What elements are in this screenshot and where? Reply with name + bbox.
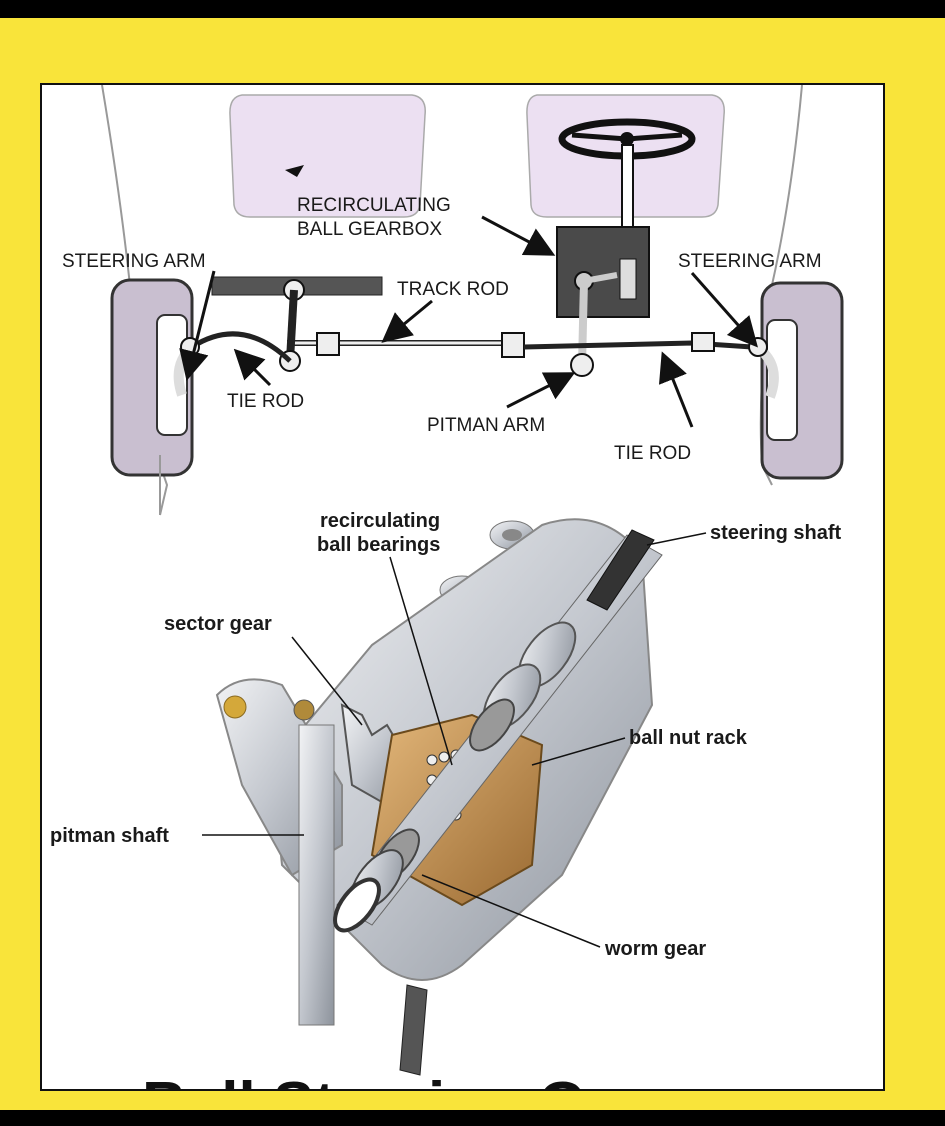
label-tie-rod-right: TIE ROD (614, 443, 691, 464)
diagram-panel: RECIRCULATING BALL GEARBOX STEERING ARM … (40, 83, 885, 1091)
label-pitman-arm: PITMAN ARM (427, 415, 545, 436)
label-recirculating-ball-bearings-2: ball bearings (317, 534, 440, 556)
label-recirculating-ball-gearbox-1: RECIRCULATING (297, 195, 451, 216)
yellow-frame: RECIRCULATING BALL GEARBOX STEERING ARM … (0, 18, 945, 1110)
label-tie-rod-left: TIE ROD (227, 391, 304, 412)
vehicle-layout (101, 85, 844, 516)
left-seat (229, 94, 426, 218)
label-track-rod: TRACK ROD (397, 279, 509, 300)
tie-rod-right-part (523, 340, 753, 350)
label-ball-nut-rack: ball nut rack (629, 727, 748, 749)
top-labels: RECIRCULATING BALL GEARBOX STEERING ARM … (62, 195, 822, 464)
label-sector-gear: sector gear (164, 613, 272, 635)
worm-shaft (333, 534, 663, 933)
pitman-arm-part (578, 280, 588, 366)
right-wheel (760, 281, 844, 480)
label-worm-gear: worm gear (604, 938, 706, 960)
label-steering-arm-right: STEERING ARM (678, 251, 822, 272)
left-wheel (110, 278, 194, 477)
gearbox-cutaway (215, 518, 663, 1076)
steering-diagram: RECIRCULATING BALL GEARBOX STEERING ARM … (50, 85, 844, 1091)
steering-shaft-part (586, 529, 655, 611)
tie-rod-left-part (190, 331, 292, 363)
bottom-labels: recirculating ball bearings steering sha… (50, 510, 841, 960)
label-recirculating-ball-gearbox-2: BALL GEARBOX (297, 219, 442, 240)
partial-title: Ball Steering Gear (142, 1070, 680, 1091)
label-recirculating-ball-bearings-1: recirculating (320, 510, 440, 532)
label-steering-shaft: steering shaft (710, 522, 841, 544)
label-steering-arm-left: STEERING ARM (62, 251, 206, 272)
label-pitman-shaft: pitman shaft (50, 825, 169, 847)
